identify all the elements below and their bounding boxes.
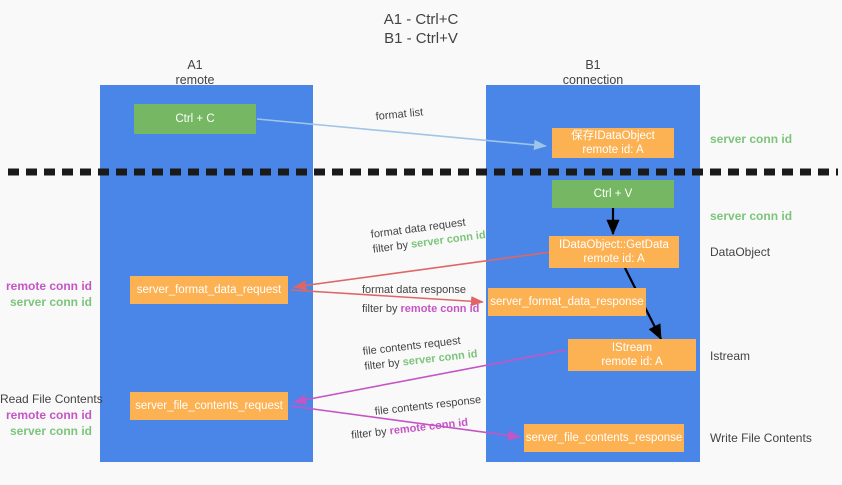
column-b1-name: B1 [585, 58, 601, 72]
node-save-idataobject[interactable]: 保存IDataObject remote id: A [552, 128, 674, 158]
label-server-conn-id-1: server conn id [9, 295, 92, 309]
edge-label-file-contents-response-filter: filter by remote conn id [351, 414, 485, 444]
page-title: A1 - Ctrl+C B1 - Ctrl+V [0, 10, 842, 48]
node-ctrl-c-label: Ctrl + C [175, 113, 215, 125]
label-server-conn-id-top-text: server conn id [710, 132, 793, 146]
label-server-conn-id-2: server conn id [9, 424, 92, 438]
label-server-conn-id-top: server conn id [710, 132, 792, 147]
node-server-format-data-response[interactable]: server_format_data_response [488, 288, 646, 316]
node-server-file-contents-response-label: server_file_contents_response [525, 432, 683, 444]
label-read-file-contents-group: Read File Contents remote conn id server… [0, 391, 103, 439]
edge-filter-prefix-1: filter by [372, 238, 412, 256]
node-getdata-line1: IDataObject::GetData [559, 239, 669, 251]
edge-label-format-data-response-text: format data response [362, 284, 466, 296]
edge-filter-prefix-3: filter by [363, 356, 404, 373]
label-server-conn-id-mid: server conn id [710, 209, 792, 224]
node-server-format-data-response-label: server_format_data_response [490, 296, 644, 308]
column-header-a1: A1 remote [130, 58, 260, 88]
edge-label-format-data-response-filter: filter by remote conn id [362, 302, 479, 317]
edge-filter-prefix-2: filter by [362, 303, 401, 315]
node-server-file-contents-request[interactable]: server_file_contents_request [130, 392, 288, 420]
edge-label-file-contents-request: file contents request filter by server c… [362, 332, 478, 375]
label-remote-conn-id-1: remote conn id [5, 279, 92, 293]
edge-filter-value-2: remote conn id [400, 303, 480, 315]
edge-label-format-data-response: format data response filter by remote co… [362, 283, 479, 317]
node-ctrl-c[interactable]: Ctrl + C [134, 104, 256, 134]
label-read-file-contents: Read File Contents [0, 392, 103, 406]
node-ctrl-v[interactable]: Ctrl + V [552, 180, 674, 208]
node-ctrl-v-label: Ctrl + V [593, 188, 633, 200]
label-dataobject: DataObject [710, 245, 770, 260]
node-istream-line1: IStream [611, 342, 653, 354]
title-line-2: B1 - Ctrl+V [384, 30, 458, 47]
column-header-b1: B1 connection [528, 58, 658, 88]
node-server-file-contents-request-label: server_file_contents_request [135, 400, 283, 412]
node-server-file-contents-response[interactable]: server_file_contents_response [524, 424, 684, 452]
node-istream-line2: remote id: A [601, 356, 663, 368]
node-server-format-data-request[interactable]: server_format_data_request [130, 276, 288, 304]
column-a1-sub: remote [175, 73, 215, 87]
node-getdata-line2: remote id: A [583, 253, 645, 265]
edge-label-format-data-request: format data request filter by server con… [370, 213, 487, 258]
label-dataobject-text: DataObject [710, 245, 771, 259]
label-conn-id-stack-1: remote conn id server conn id [0, 278, 92, 310]
node-server-format-data-request-label: server_format_data_request [136, 284, 282, 296]
label-istream-text: Istream [710, 349, 751, 363]
label-write-file-contents-text: Write File Contents [710, 431, 812, 445]
label-remote-conn-id-2: remote conn id [5, 408, 92, 422]
label-server-conn-id-mid-text: server conn id [710, 209, 793, 223]
node-idataobject-getdata[interactable]: IDataObject::GetData remote id: A [549, 236, 679, 268]
node-save-idataobject-line2: remote id: A [582, 144, 644, 156]
title-line-1: A1 - Ctrl+C [383, 11, 459, 28]
column-b1-sub: connection [562, 73, 624, 87]
node-save-idataobject-line1: 保存IDataObject [571, 130, 655, 142]
edge-label-format-list: format list [375, 105, 424, 125]
edge-label-file-contents-response: file contents response filter by remote … [351, 393, 484, 442]
edge-label-format-list-text: format list [375, 106, 424, 123]
edge-filter-prefix-4: filter by [350, 425, 391, 442]
edge-filter-value-4: remote conn id [388, 416, 469, 438]
column-a1-name: A1 [187, 58, 203, 72]
label-write-file-contents: Write File Contents [710, 431, 812, 446]
node-istream[interactable]: IStream remote id: A [568, 339, 696, 371]
label-istream: Istream [710, 349, 750, 364]
